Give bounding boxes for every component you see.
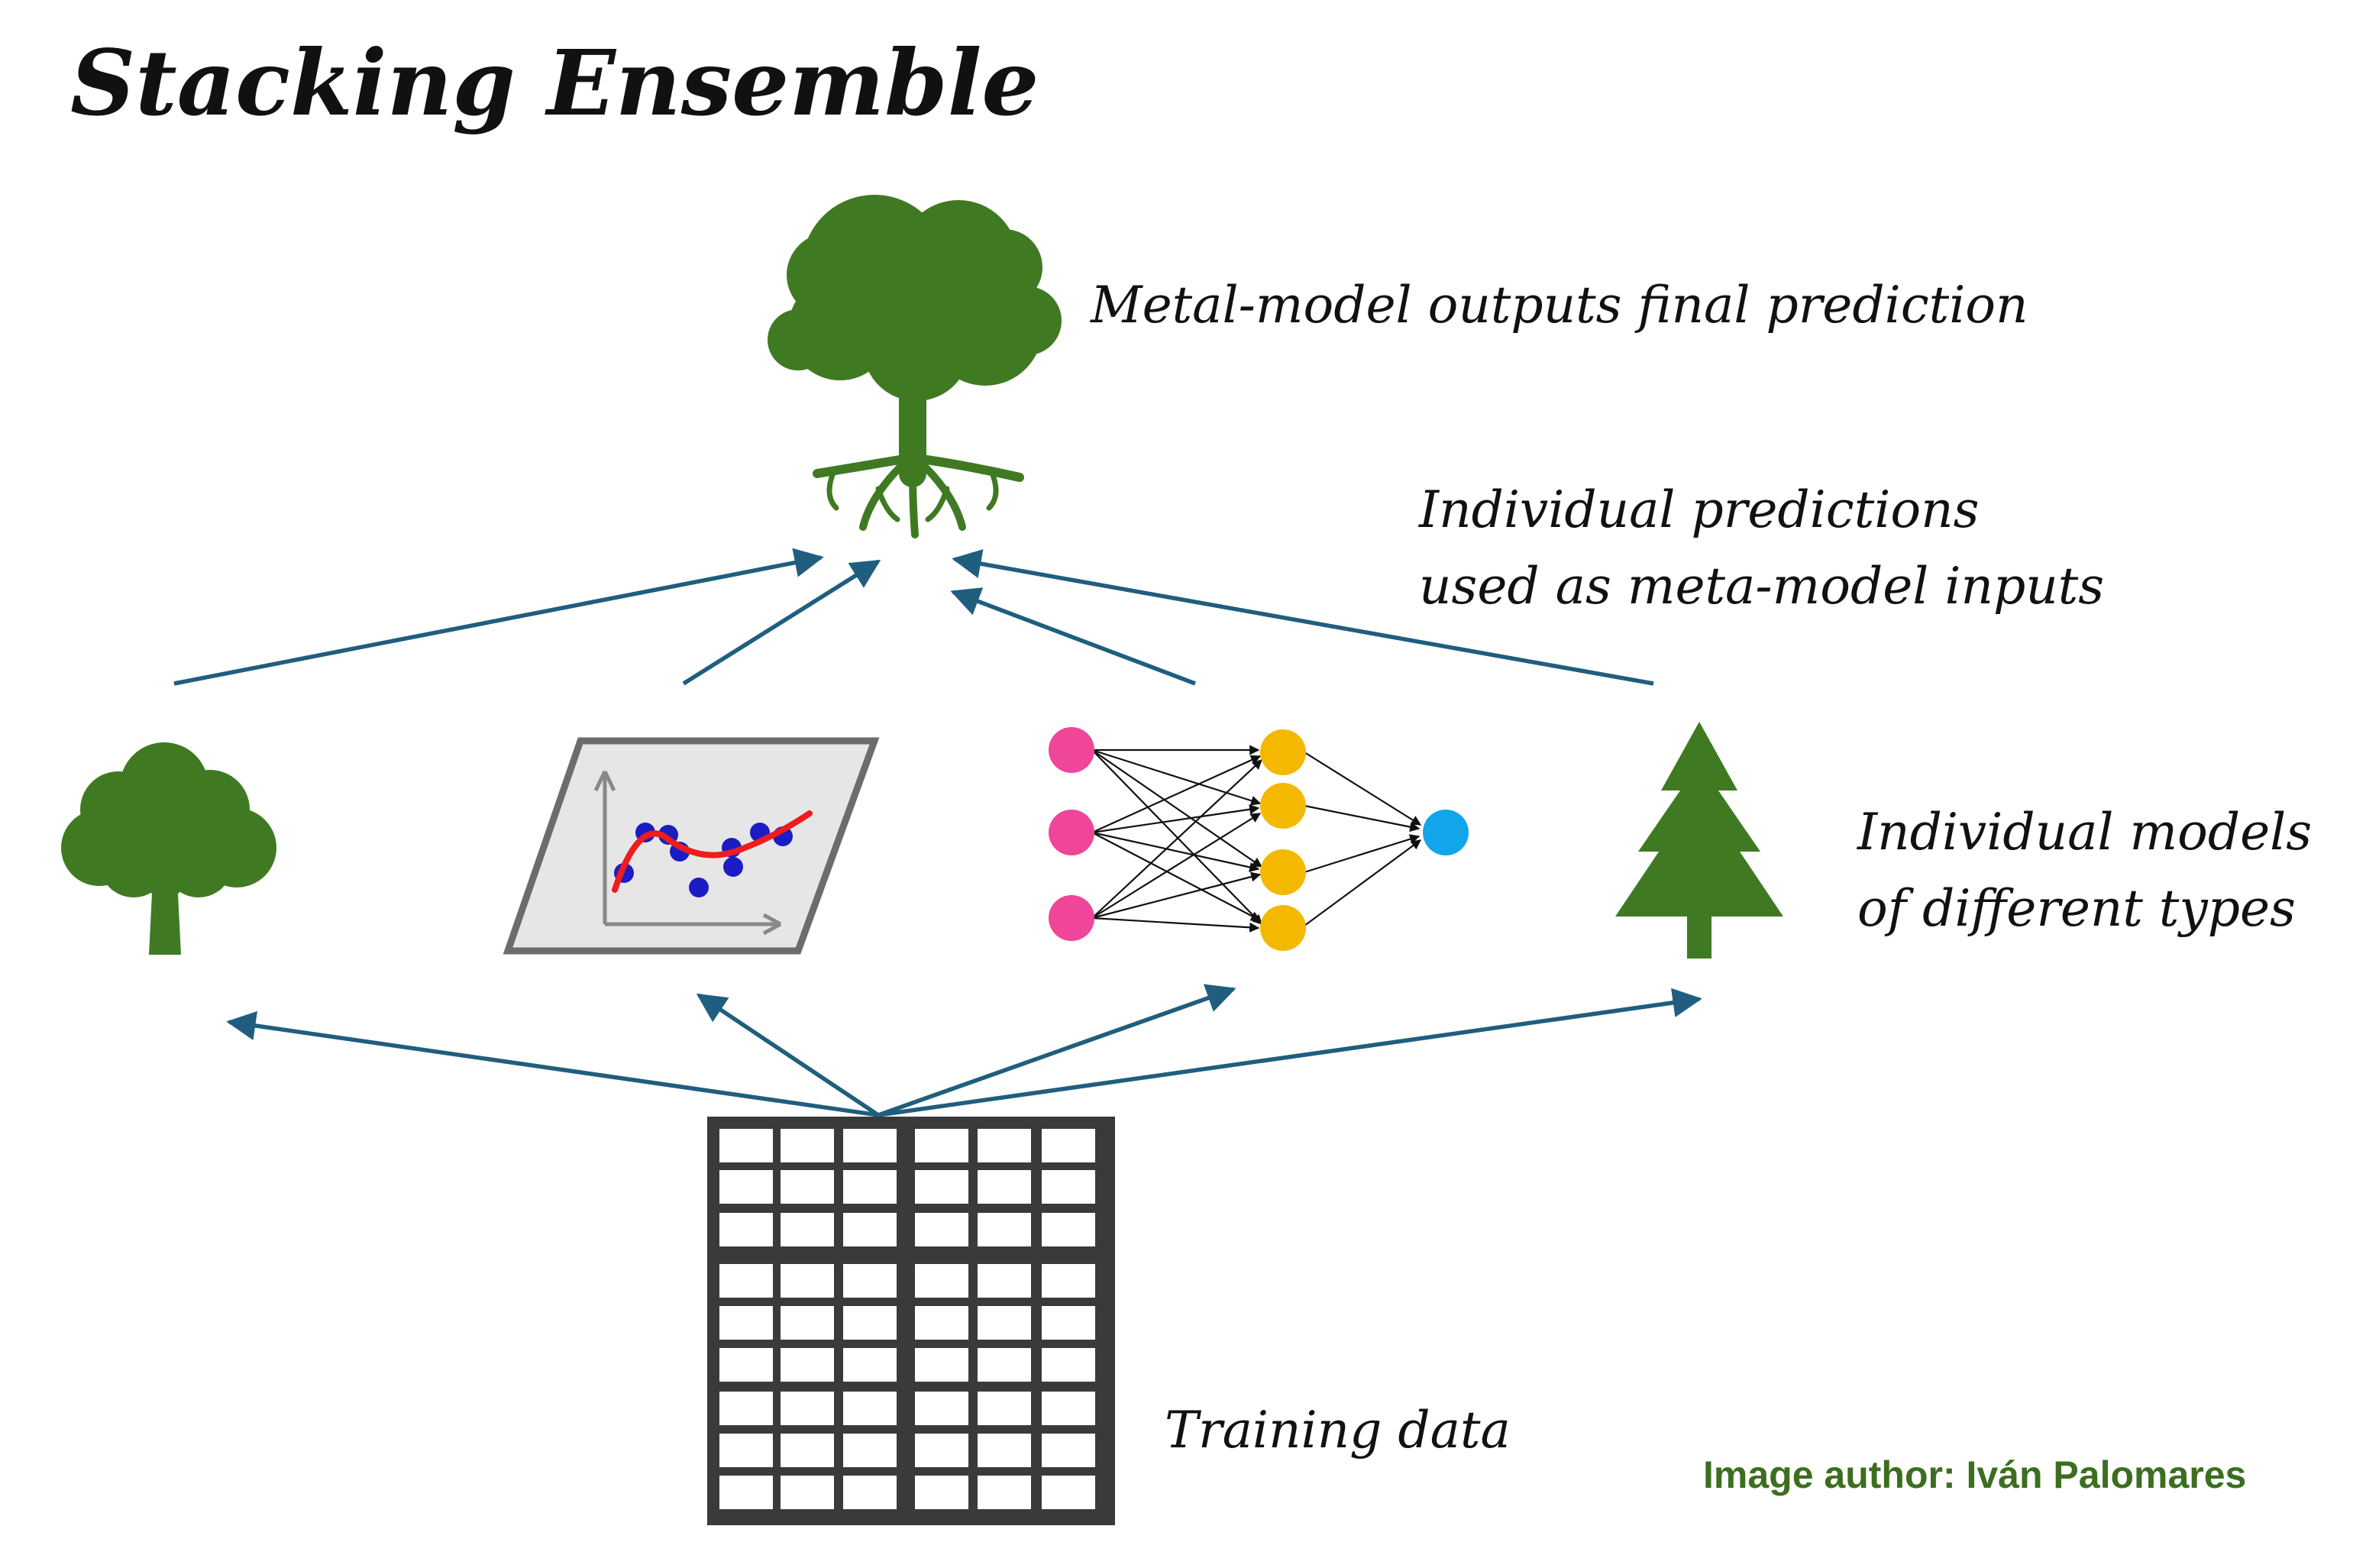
table-cell [781,1170,834,1204]
table-cell [915,1476,968,1509]
table-cell [1042,1434,1095,1467]
table-cell [781,1306,834,1340]
rooted-tree-icon [768,195,1062,538]
arrow-data-to-model3 [878,984,1236,1117]
table-cell [843,1264,897,1298]
table-cell [1042,1392,1095,1425]
table-cell [843,1348,897,1382]
table-cell [978,1476,1031,1509]
table-cell [719,1434,773,1467]
table-cell [978,1129,1031,1162]
table-cell [719,1392,773,1425]
table-cell [781,1129,834,1162]
nn-input-layer [1049,727,1094,941]
regression-plot-icon [503,737,880,955]
table-cell [843,1392,897,1425]
table-cell [781,1476,834,1509]
table-cell [843,1213,897,1246]
table-cell [915,1392,968,1425]
table-cell [719,1129,773,1162]
table-cell [719,1306,773,1340]
table-cell [915,1306,968,1340]
table-cell [915,1264,968,1298]
table-cell [915,1129,968,1162]
table-cell [719,1348,773,1382]
table-cell [719,1476,773,1509]
table-cell [978,1392,1031,1425]
table-cell [915,1170,968,1204]
table-cell [1042,1129,1095,1162]
models-label-line2: of different types [1857,879,2296,938]
table-cell [843,1434,897,1467]
predictions-label-line2: used as meta-model inputs [1419,557,2104,616]
table-cell [915,1434,968,1467]
predictions-label-line1: Individual predictions [1418,480,1979,539]
nn-output-node [1423,810,1469,855]
table-cell [843,1170,897,1204]
table-cell [719,1213,773,1246]
table-cell [1042,1170,1095,1204]
table-cell [1042,1348,1095,1382]
arrow-data-to-model2 [696,993,880,1117]
table-cell [781,1348,834,1382]
nn-hidden-layer [1260,729,1306,951]
table-cell [978,1306,1031,1340]
arrow-data-to-model4 [878,988,1702,1117]
image-credit: Image author: Iván Palomares [1703,1453,2246,1496]
table-cell [978,1434,1031,1467]
table-cell [978,1170,1031,1204]
tree-icon [61,742,276,955]
table-cell [915,1213,968,1246]
table-cell [915,1348,968,1382]
table-cell [1042,1213,1095,1246]
table-cell [978,1213,1031,1246]
arrow-data-to-model1 [226,1010,879,1117]
table-cell [978,1348,1031,1382]
training-arrows [226,984,1702,1117]
table-cell [781,1392,834,1425]
table-cell [781,1434,834,1467]
prediction-arrows [173,548,1654,686]
table-cell [843,1476,897,1509]
arrow-model2-to-meta [682,559,881,686]
arrow-model1-to-meta [173,548,824,686]
arrow-model4-to-meta [952,549,1654,686]
table-cell [781,1213,834,1246]
table-cell [719,1264,773,1298]
table-cell [1042,1476,1095,1509]
meta-model-label: Metal-model outputs final prediction [1090,276,2028,335]
nn-edges [1091,745,1422,933]
data-table-icon [707,1117,1115,1525]
neural-network-icon [1049,727,1469,951]
table-cell [781,1264,834,1298]
models-label-line1: Individual models [1857,803,2312,862]
pine-tree-icon [1615,722,1783,959]
table-cell [978,1264,1031,1298]
table-cell [1042,1264,1095,1298]
training-data-label: Training data [1165,1401,1511,1460]
table-cell [719,1170,773,1204]
arrow-model3-to-meta [950,587,1196,686]
table-cell [1042,1306,1095,1340]
diagram-title: Stacking Ensemble [70,30,1039,136]
table-cell [843,1306,897,1340]
table-cell [843,1129,897,1162]
